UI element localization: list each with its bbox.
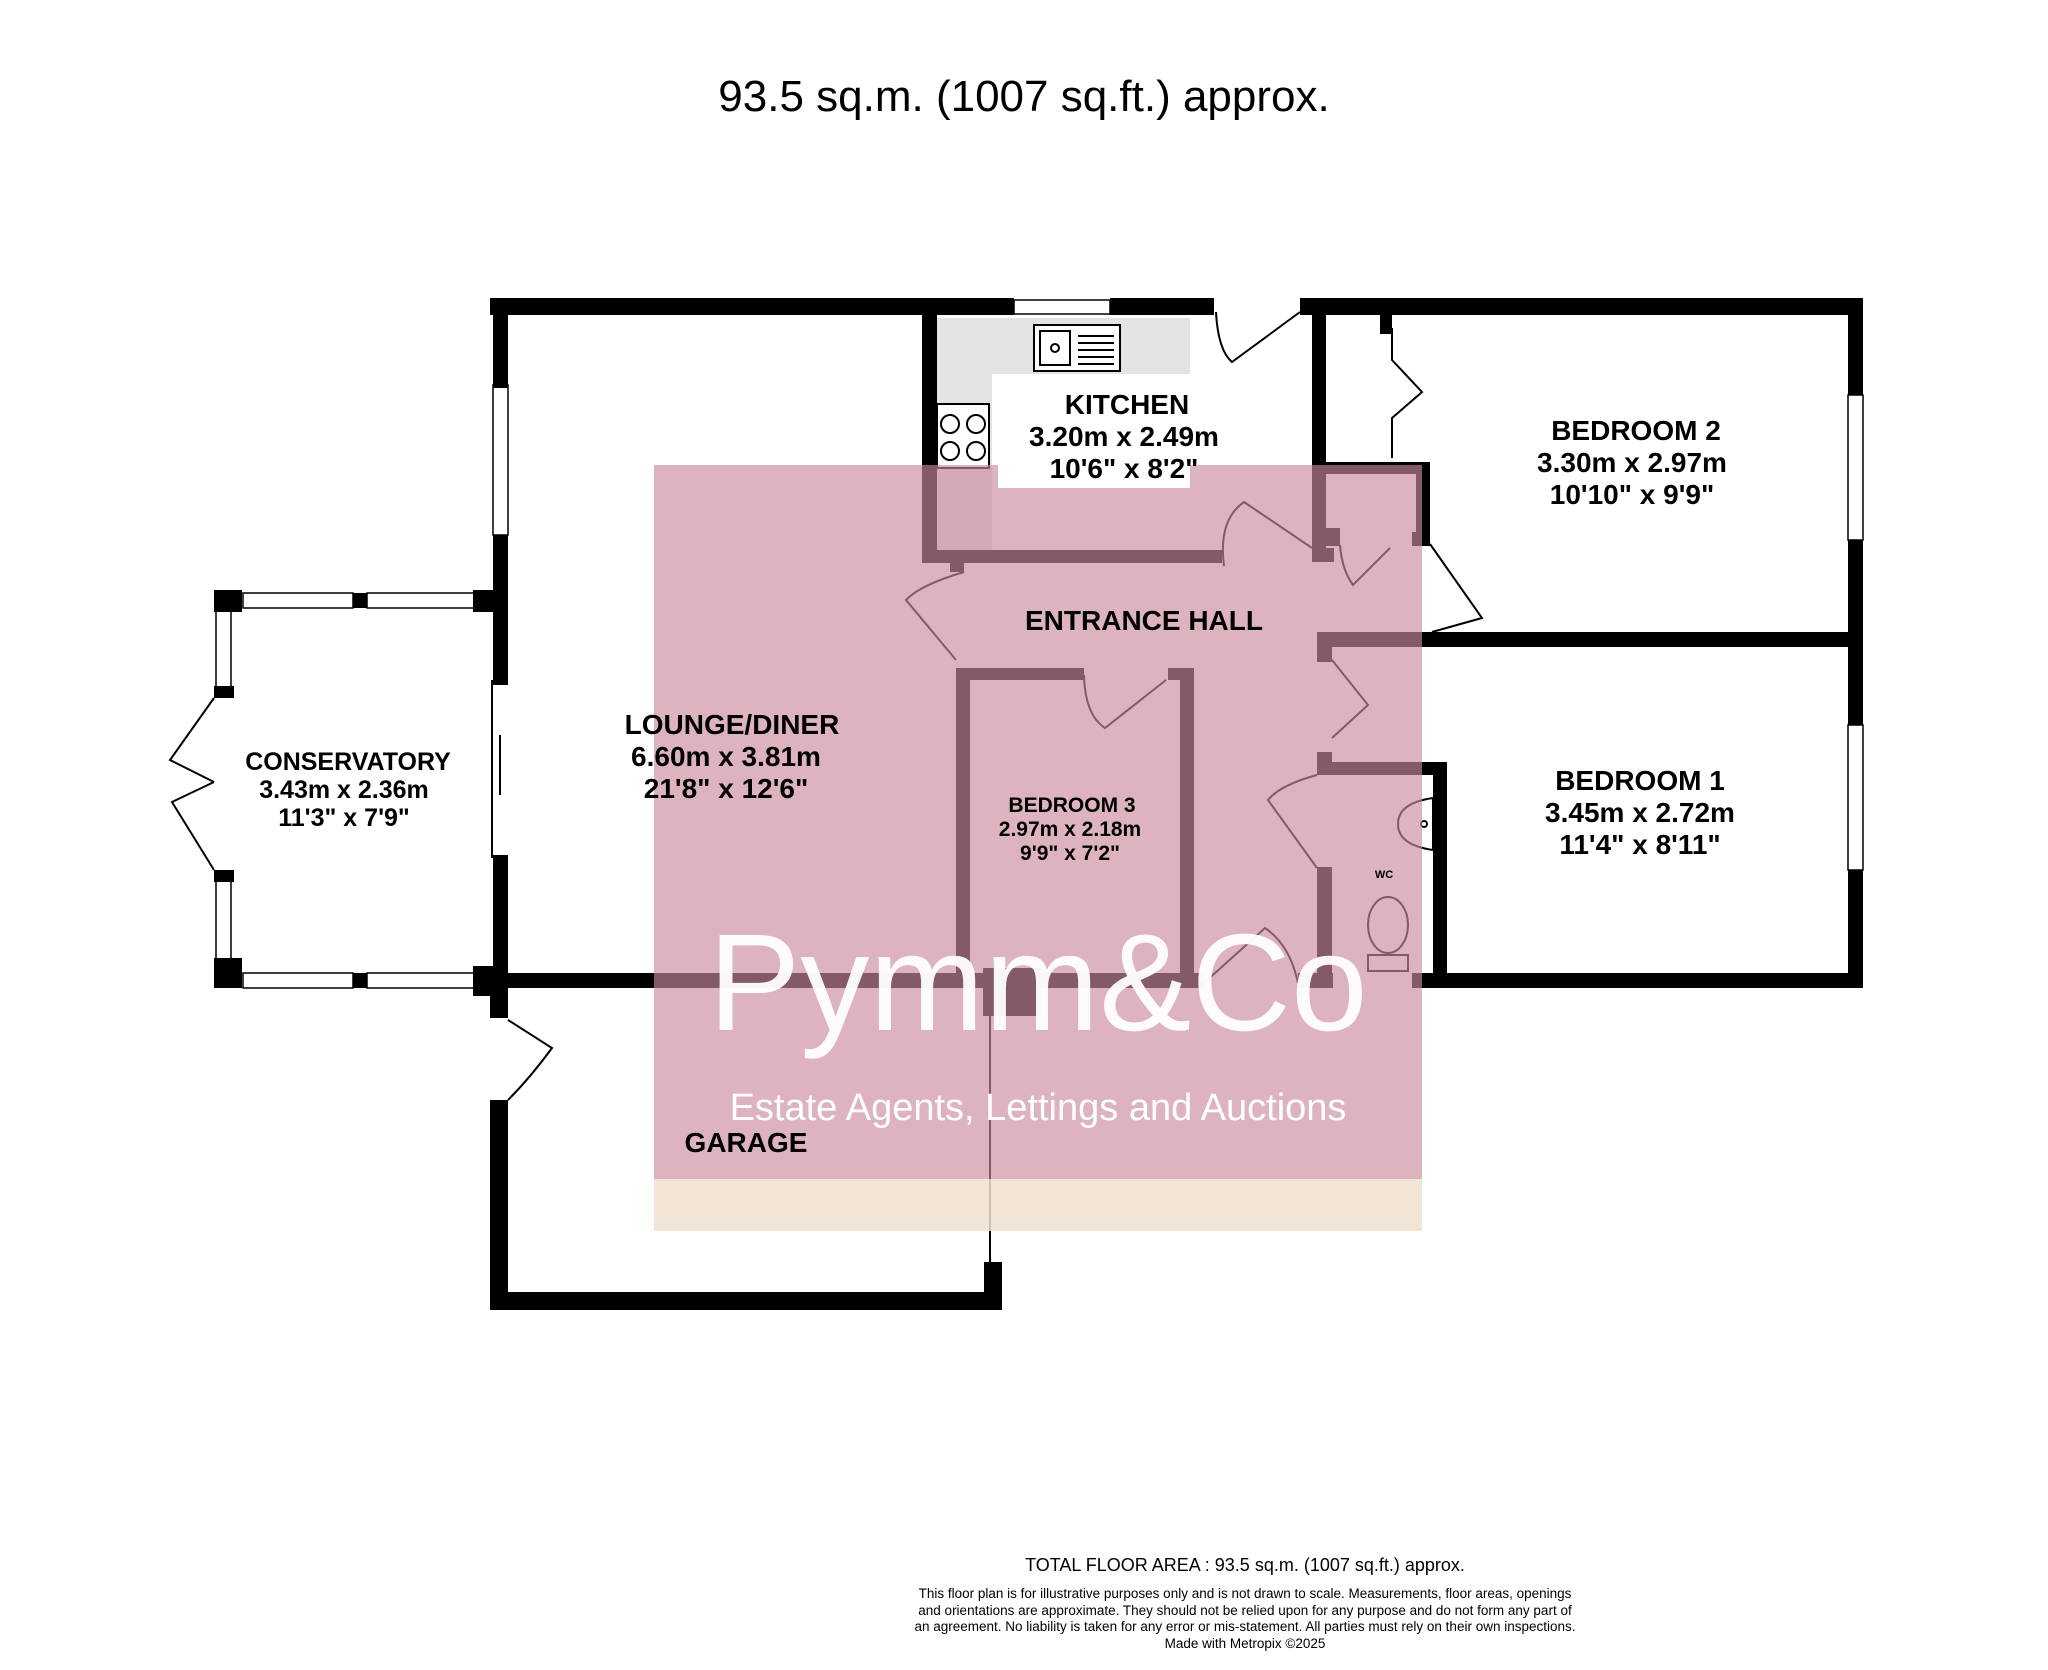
bedroom3-label: BEDROOM 3 2.97m x 2.18m 9'9" x 7'2" xyxy=(999,794,1141,865)
wc-name: WC xyxy=(1375,869,1393,881)
conservatory-name: CONSERVATORY xyxy=(245,748,451,776)
garage-name: GARAGE xyxy=(685,1127,808,1158)
kitchen-imperial: 10'6" x 8'2" xyxy=(1050,453,1199,484)
bedroom2-metric: 3.30m x 2.97m xyxy=(1537,447,1727,478)
total-area-heading: 93.5 sq.m. (1007 sq.ft.) approx. xyxy=(718,72,1330,121)
bedroom3-metric: 2.97m x 2.18m xyxy=(999,818,1141,841)
lounge-diner-label: LOUNGE/DINER 6.60m x 3.81m 21'8" x 12'6" xyxy=(625,709,840,804)
bedroom1-imperial: 11'4" x 8'11" xyxy=(1559,829,1720,860)
kitchen-label: KITCHEN 3.20m x 2.49m 10'6" x 8'2" xyxy=(998,378,1219,488)
footer-total-area: TOTAL FLOOR AREA : 93.5 sq.m. (1007 sq.f… xyxy=(1025,1555,1465,1575)
hob-icon xyxy=(936,403,990,469)
watermark-band xyxy=(654,1179,1422,1231)
conservatory-metric: 3.43m x 2.36m xyxy=(259,776,429,804)
bedroom3-name: BEDROOM 3 xyxy=(1008,794,1135,817)
conservatory-imperial: 11'3" x 7'9" xyxy=(278,804,410,832)
sink-icon xyxy=(1033,324,1121,372)
bedroom2-imperial: 10'10" x 9'9" xyxy=(1550,479,1714,510)
watermark-brand: Pymm&Co xyxy=(708,906,1367,1060)
lounge-diner-name: LOUNGE/DINER xyxy=(625,709,840,740)
entrance-hall-name: ENTRANCE HALL xyxy=(1025,605,1263,636)
kitchen-metric: 3.20m x 2.49m xyxy=(1029,421,1219,452)
watermark-overlay xyxy=(654,465,1422,1179)
bedroom1-label: BEDROOM 1 3.45m x 2.72m 11'4" x 8'11" xyxy=(1545,765,1735,860)
bedroom1-name: BEDROOM 1 xyxy=(1555,765,1725,796)
kitchen-name: KITCHEN xyxy=(1065,389,1189,420)
lounge-diner-imperial: 21'8" x 12'6" xyxy=(644,773,808,804)
conservatory-label: CONSERVATORY 3.43m x 2.36m 11'3" x 7'9" xyxy=(245,748,451,832)
watermark-tagline: Estate Agents, Lettings and Auctions xyxy=(730,1087,1347,1129)
windows xyxy=(215,299,1864,989)
bedroom3-imperial: 9'9" x 7'2" xyxy=(1020,842,1120,865)
footer-credit: Made with Metropix ©2025 xyxy=(1164,1635,1326,1651)
footer-disclaimer: This floor plan is for illustrative purp… xyxy=(914,1586,1576,1634)
bedroom2-label: BEDROOM 2 3.30m x 2.97m 10'10" x 9'9" xyxy=(1537,415,1727,510)
bedroom1-metric: 3.45m x 2.72m xyxy=(1545,797,1735,828)
bedroom2-name: BEDROOM 2 xyxy=(1551,415,1721,446)
lounge-diner-metric: 6.60m x 3.81m xyxy=(631,741,821,772)
watermark: Pymm&Co Estate Agents, Lettings and Auct… xyxy=(654,465,1422,1231)
footer: TOTAL FLOOR AREA : 93.5 sq.m. (1007 sq.f… xyxy=(600,1555,1890,1652)
